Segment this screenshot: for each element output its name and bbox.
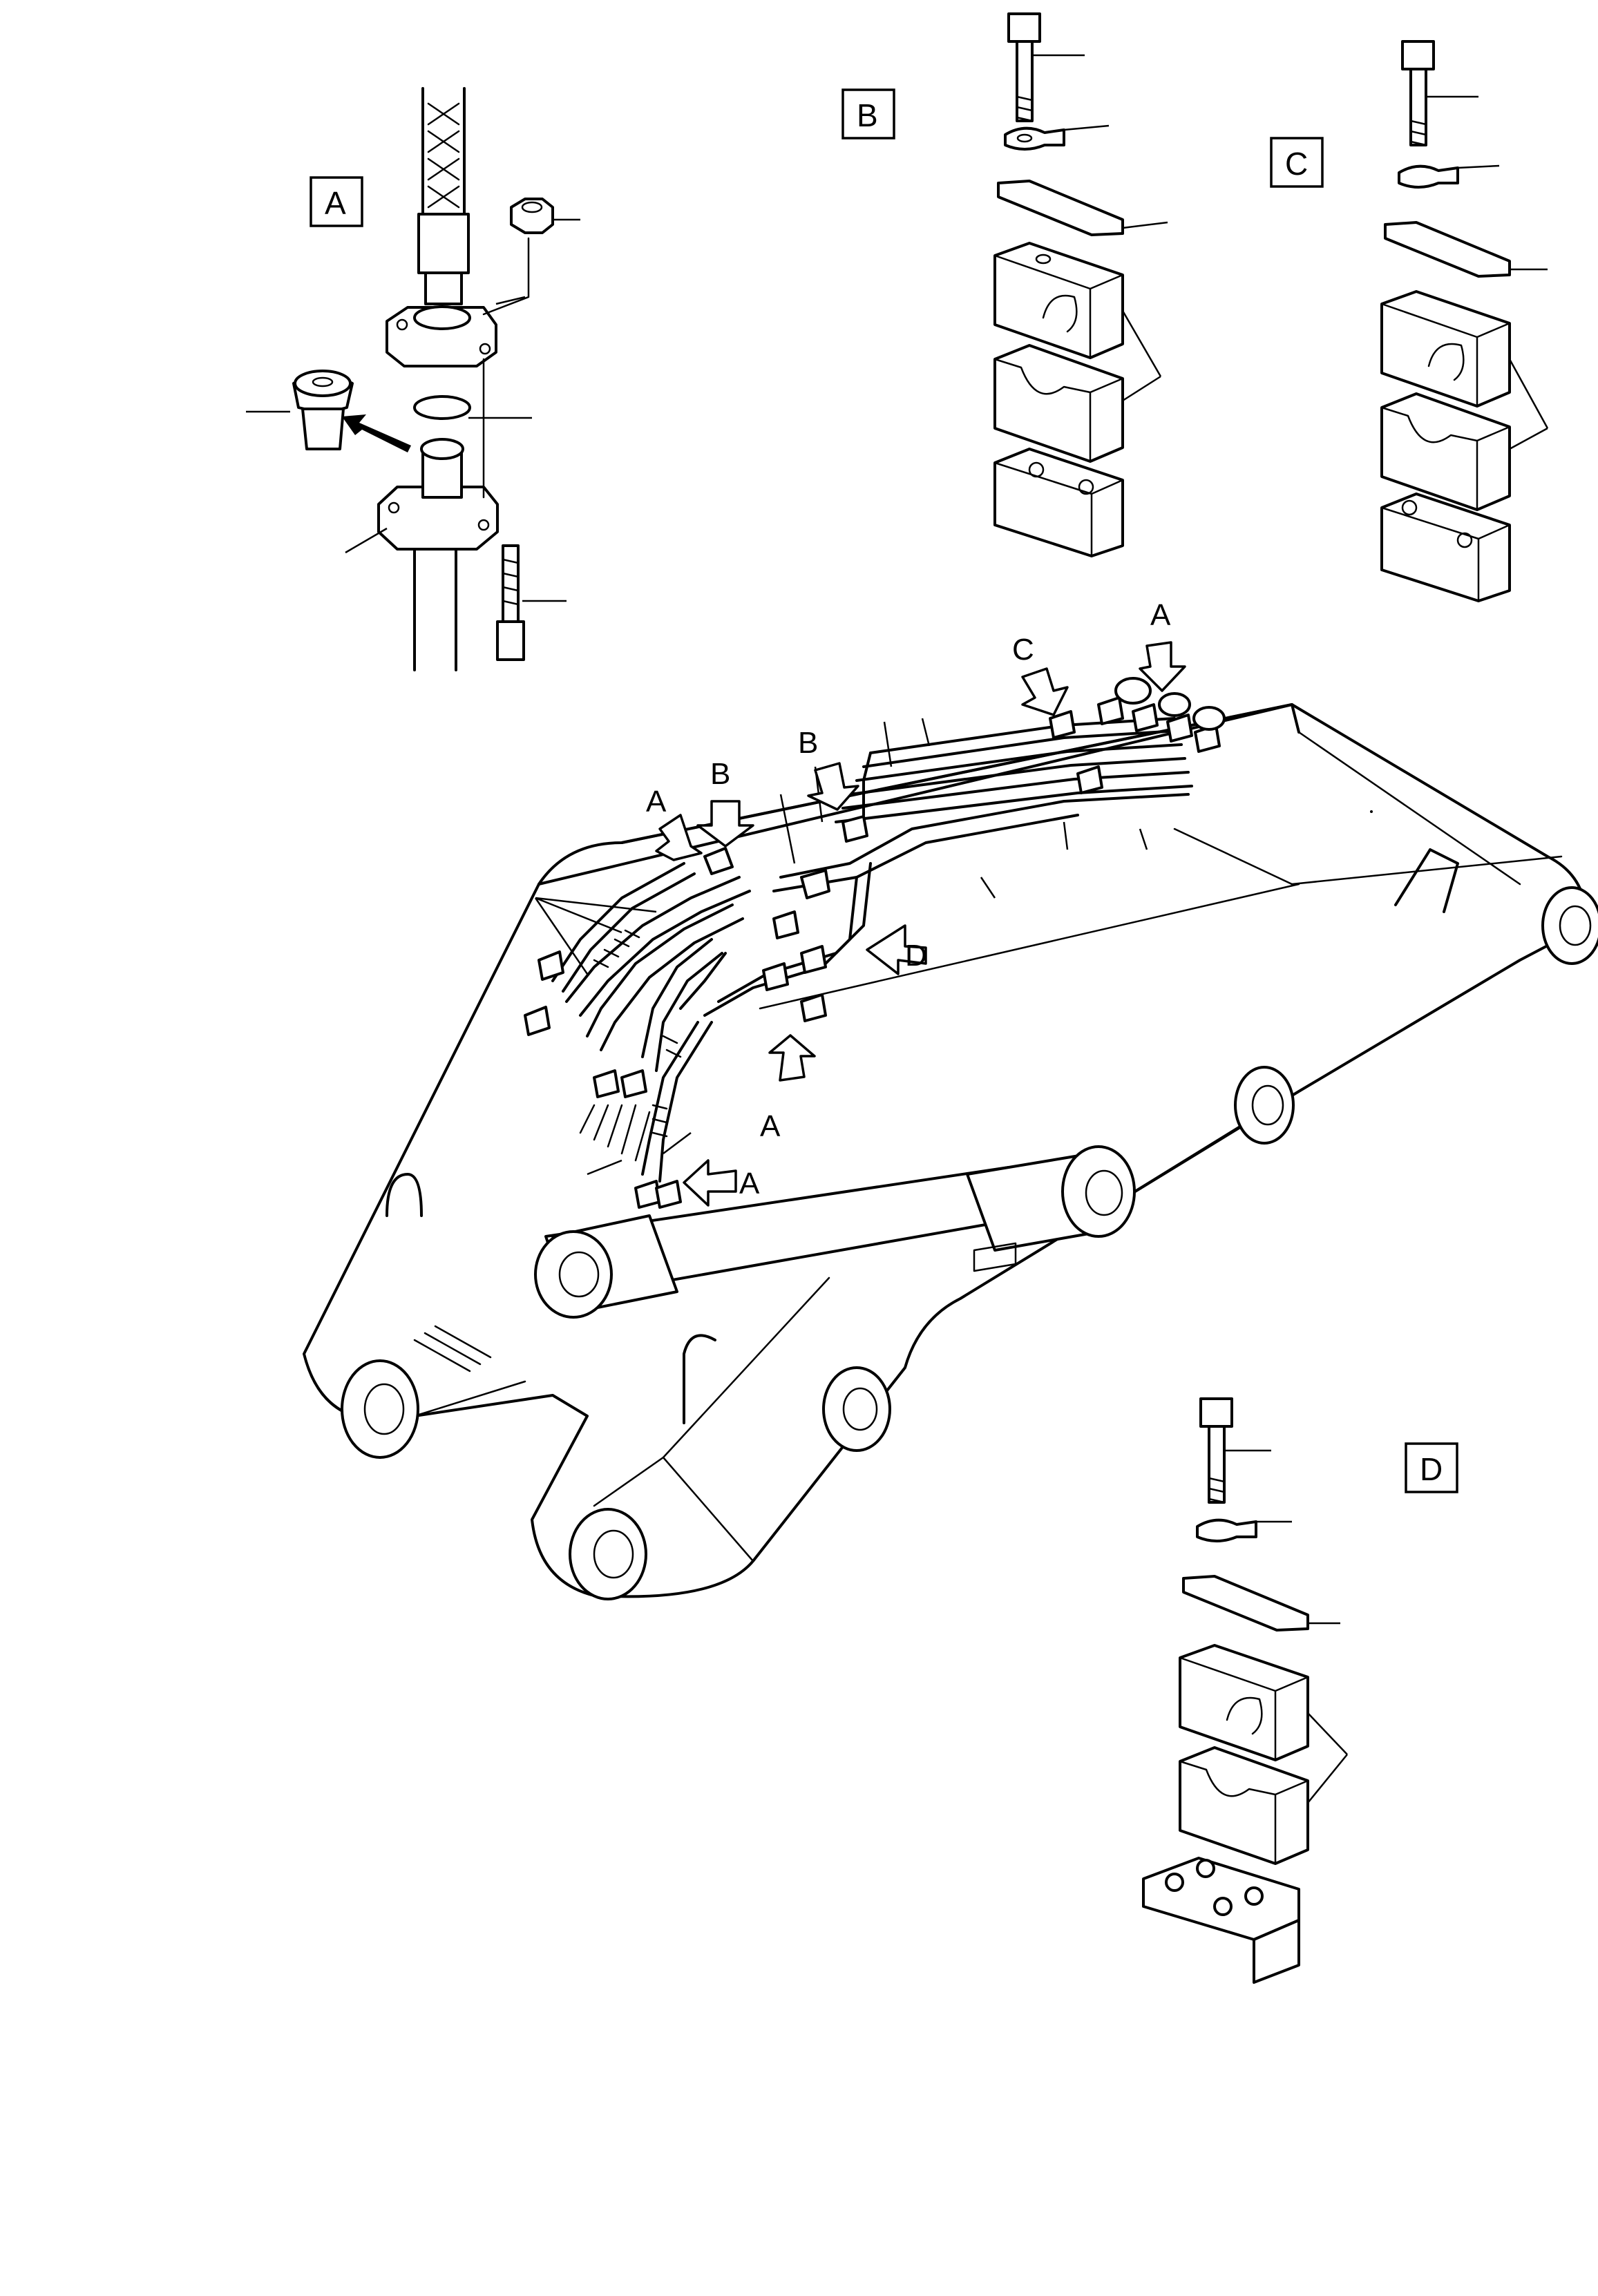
braided-hose [417, 87, 470, 305]
pipe-bundle [524, 677, 1226, 1209]
detail-b: B [841, 12, 1168, 557]
leader-lines-d [1224, 1449, 1348, 1804]
boom-cylinder [534, 1145, 1136, 1319]
clamp-bolt-c [1401, 40, 1435, 146]
o-ring [413, 395, 471, 420]
install-direction-arrow [342, 414, 411, 452]
lifting-lug-left [386, 1173, 423, 1217]
detail-d-label-box [1405, 1442, 1458, 1493]
callout-arrow-d [866, 924, 927, 975]
detail-d: D [1142, 1397, 1458, 1984]
callout-arrow-a-4 [683, 1159, 737, 1207]
detail-c: C [1270, 40, 1549, 602]
clamp-bolt-d [1199, 1397, 1233, 1504]
callout-arrow-b-1 [696, 800, 754, 848]
cover-plate-d [1182, 1575, 1309, 1632]
lock-washer [1004, 126, 1065, 151]
hose-fittings [524, 677, 1226, 1209]
weld-bracket-c [1380, 492, 1511, 602]
lower-clamp-half-d [1179, 1746, 1309, 1865]
lifting-lug-right [1394, 848, 1459, 913]
detail-d-label: D [1420, 1451, 1443, 1487]
hex-nut [510, 198, 554, 234]
cover-plate-c [1384, 221, 1511, 278]
callout-letter-d: D [905, 939, 927, 973]
detail-a-label-box [310, 176, 363, 227]
blanking-plug [292, 370, 354, 450]
callout-arrow-c [1021, 667, 1069, 716]
lower-clamp-half-c [1380, 392, 1511, 511]
flange-bolt [496, 544, 525, 661]
callout-arrow-a-3 [768, 1034, 816, 1082]
callout-letter-a-2: A [1150, 598, 1171, 632]
upper-clamp-half-d [1179, 1644, 1309, 1761]
boom-assembly [303, 703, 1598, 1600]
lock-washer-c [1398, 164, 1459, 189]
view-callouts: A B B C A D A A [646, 598, 1186, 1207]
steel-pipe [413, 548, 457, 671]
detail-a-label: A [325, 185, 346, 221]
callout-letter-c: C [1012, 633, 1034, 667]
callout-letter-b-1: B [710, 757, 730, 791]
lock-washer-d [1196, 1518, 1257, 1542]
callout-arrow-a-2 [1139, 641, 1186, 692]
clamp-bolt [1007, 12, 1041, 122]
lower-clamp-half [993, 344, 1124, 463]
leader-lines-c [1426, 95, 1549, 450]
callout-arrow-a-1 [655, 814, 703, 861]
leader-lines-a [246, 218, 580, 602]
upper-clamp-half-c [1380, 290, 1511, 408]
callout-arrow-b-2 [807, 762, 859, 811]
leader-lines-b [1032, 54, 1168, 402]
callout-letter-a-3: A [760, 1109, 781, 1143]
upper-clamp-half [993, 242, 1124, 359]
callout-letter-a-1: A [646, 785, 667, 819]
cover-plate [997, 180, 1124, 236]
pivot-bosses [341, 886, 1598, 1600]
detail-c-label-box [1270, 137, 1324, 188]
callout-letter-b-2: B [798, 726, 818, 760]
lifting-lug-mid [683, 1334, 716, 1424]
detail-b-label-box [841, 88, 895, 140]
weld-bracket [993, 448, 1124, 557]
detail-b-label: B [857, 97, 878, 133]
callout-letter-a-4: A [739, 1167, 760, 1200]
detail-c-label: C [1285, 146, 1308, 182]
detail-a: A [246, 87, 580, 671]
